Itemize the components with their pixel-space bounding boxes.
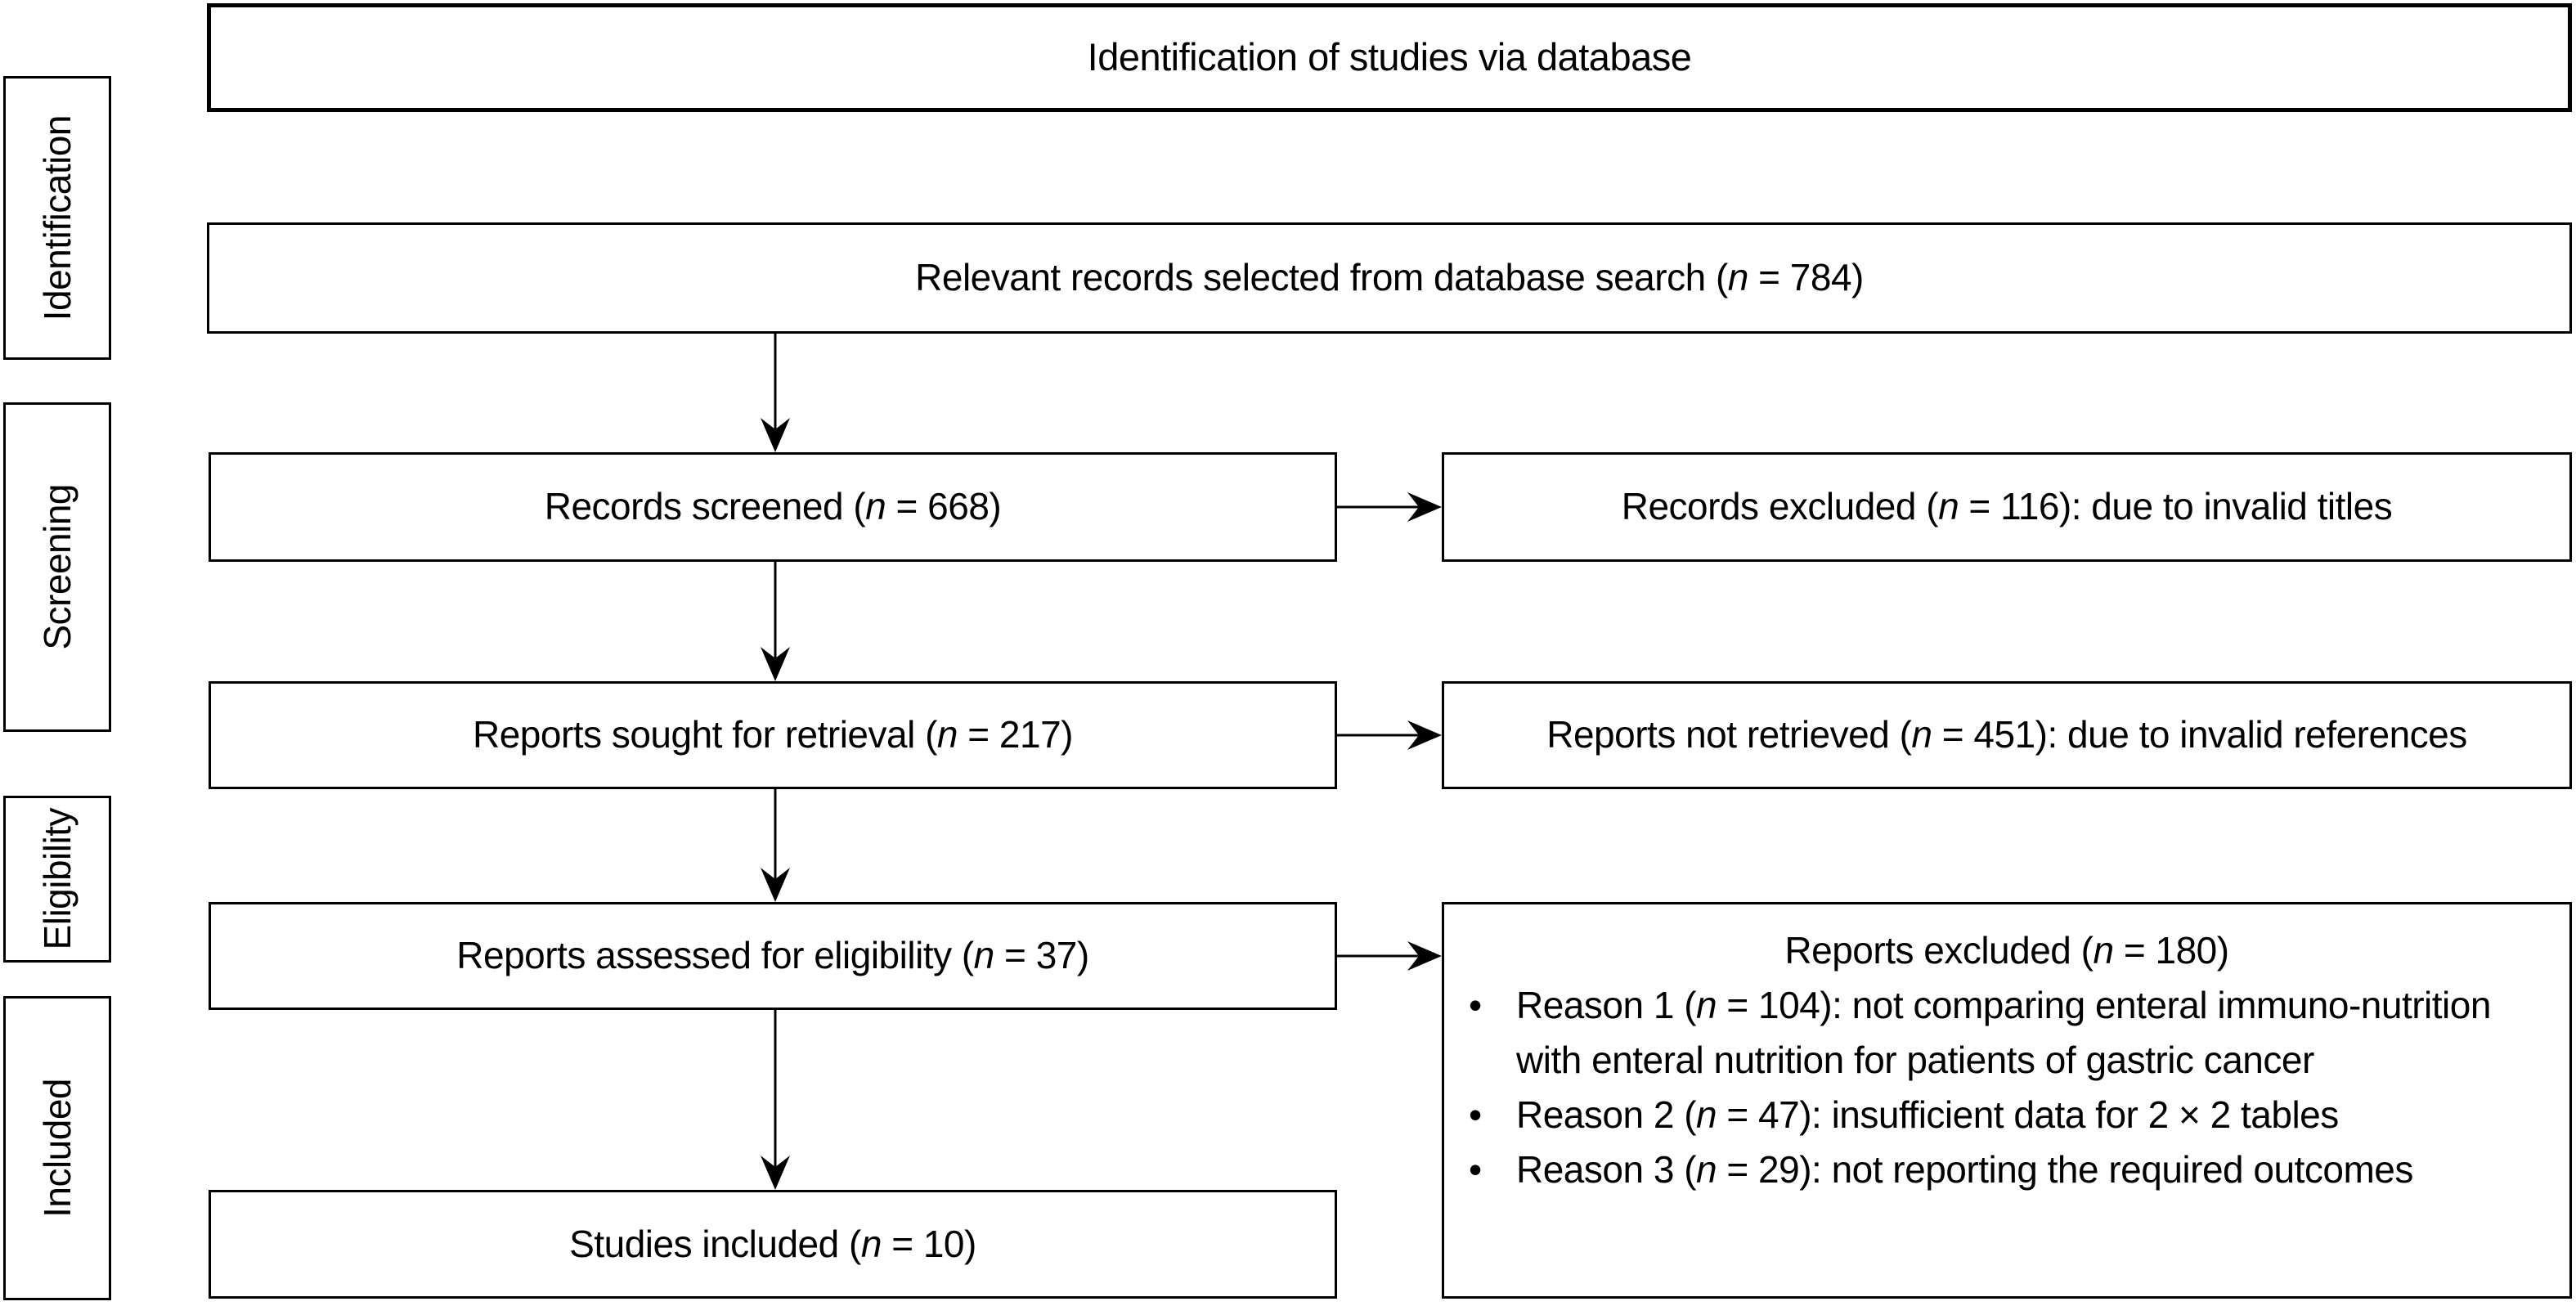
box-reports-not-retrieved: Reports not retrieved (n = 451): due to … [1442, 681, 2572, 789]
box-reports-not-retrieved-text: Reports not retrieved (n = 451): due to … [1546, 713, 2467, 756]
reason-item-2: Reason 2 (n = 47): insufficient data for… [1467, 1088, 2547, 1142]
arrow-assessed-to-excluded [1337, 941, 1442, 971]
box-records-screened-text: Records screened (n = 668) [544, 485, 1002, 528]
stage-label-screening: Screening [36, 484, 79, 650]
stage-box-identification: Identification [3, 76, 111, 360]
box-reports-assessed-text: Reports assessed for eligibility (n = 37… [456, 934, 1089, 977]
stage-label-eligibility: Eligibility [36, 808, 79, 950]
stage-box-screening: Screening [3, 402, 111, 732]
arrow-screened-to-sought [761, 562, 790, 681]
box-reports-sought-text: Reports sought for retrieval (n = 217) [473, 713, 1074, 756]
box-studies-included-text: Studies included (n = 10) [569, 1222, 976, 1265]
stage-label-included: Included [36, 1079, 79, 1218]
stage-box-included: Included [3, 996, 111, 1300]
reason-item-1: Reason 1 (n = 104): not comparing entera… [1467, 978, 2547, 1088]
arrow-sought-to-not-retrieved [1337, 720, 1442, 750]
arrow-sought-to-assessed [761, 789, 790, 902]
reason-item-3: Reason 3 (n = 29): not reporting the req… [1467, 1142, 2547, 1197]
stage-box-eligibility: Eligibility [3, 796, 111, 963]
stage-label-identification: Identification [36, 114, 79, 321]
arrow-selected-to-screened [761, 334, 790, 452]
box-records-excluded-text: Records excluded (n = 116): due to inval… [1621, 485, 2393, 528]
box-records-screened: Records screened (n = 668) [209, 452, 1337, 562]
arrow-screened-to-excluded [1337, 492, 1442, 522]
box-records-selected: Relevant records selected from database … [207, 222, 2572, 334]
box-records-excluded: Records excluded (n = 116): due to inval… [1442, 452, 2572, 562]
box-reports-excluded-reasons: Reports excluded (n = 180) Reason 1 (n =… [1442, 902, 2572, 1299]
banner-identification-via-database: Identification of studies via database [207, 3, 2572, 112]
arrow-assessed-to-included [761, 1010, 790, 1190]
reports-excluded-reason-list: Reason 1 (n = 104): not comparing entera… [1467, 978, 2547, 1197]
banner-text: Identification of studies via database [1087, 35, 1692, 79]
box-studies-included: Studies included (n = 10) [209, 1190, 1337, 1299]
box-records-selected-text: Relevant records selected from database … [915, 256, 1864, 299]
box-reports-assessed: Reports assessed for eligibility (n = 37… [209, 902, 1337, 1010]
reports-excluded-title: Reports excluded (n = 180) [1784, 929, 2229, 972]
box-reports-sought: Reports sought for retrieval (n = 217) [209, 681, 1337, 789]
